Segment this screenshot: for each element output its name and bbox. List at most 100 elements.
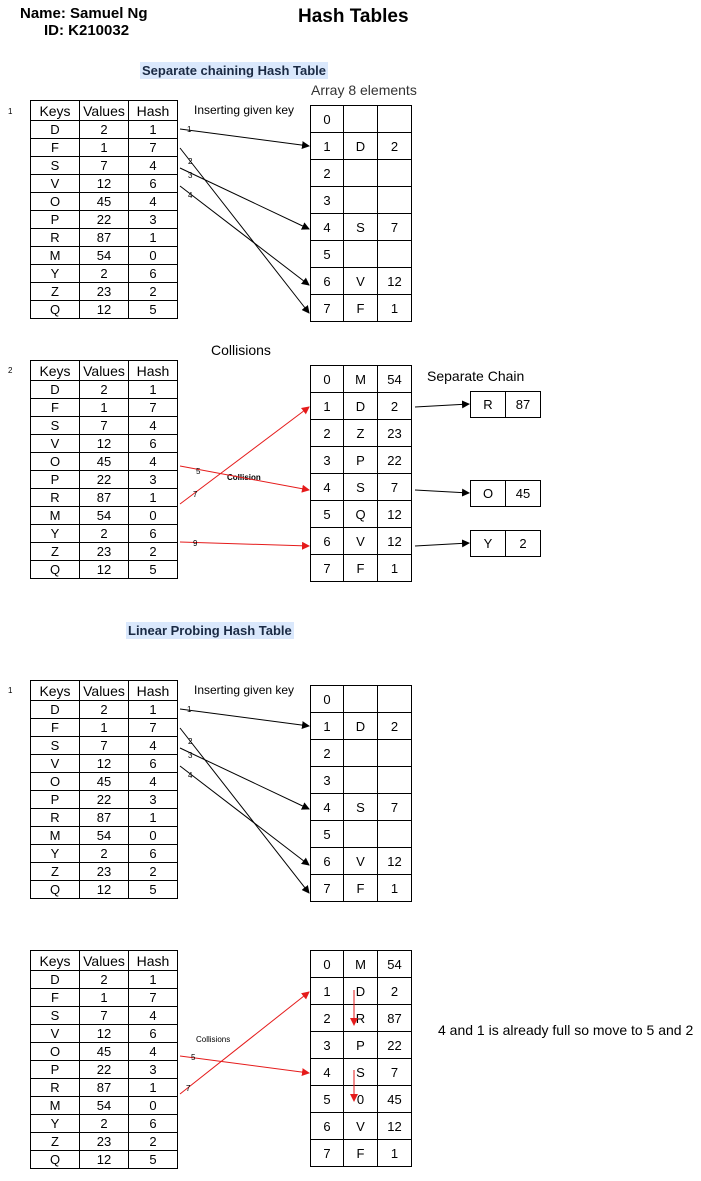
array-cell: 2 xyxy=(377,132,412,160)
page-title: Hash Tables xyxy=(298,6,409,27)
array-cell: 12 xyxy=(377,500,412,528)
array-slot: 2 xyxy=(310,739,412,767)
kv-cell: 4 xyxy=(128,452,178,471)
arrow-label-3b: 3 xyxy=(188,751,193,760)
array-slot: 5 xyxy=(310,240,412,268)
array-cell: 54 xyxy=(377,365,412,393)
kv-cell: 45 xyxy=(79,772,129,791)
array-cell: 3 xyxy=(310,766,344,794)
chain-arrow-1 xyxy=(414,400,470,409)
array-cell xyxy=(343,240,378,268)
array-cell: F xyxy=(343,874,378,902)
array-cell: V xyxy=(343,267,378,295)
array-cell: 0 xyxy=(310,685,344,713)
kv-cell: 54 xyxy=(79,246,129,265)
step-number-1b: 1 xyxy=(8,686,13,695)
step-number-1: 1 xyxy=(8,107,13,116)
arrow-f-to-7 xyxy=(179,147,310,314)
arrow-label-4b: 4 xyxy=(188,771,193,780)
array-slot: 0 xyxy=(310,105,412,133)
array-cell: V xyxy=(343,847,378,875)
kv-cell: 0 xyxy=(128,506,178,525)
array-cell: 0 xyxy=(343,1085,378,1113)
inserting-label-2: Inserting given key xyxy=(194,683,295,697)
arrow-r-to-1-lp xyxy=(179,991,310,1095)
array-cell: 4 xyxy=(310,213,344,241)
arrow-d-to-1 xyxy=(179,128,310,150)
arrow-label-3: 3 xyxy=(188,171,193,180)
kv-cell: 12 xyxy=(79,1024,129,1043)
student-id: ID: K210032 xyxy=(44,22,130,39)
array-cell: P xyxy=(343,1031,378,1059)
chain-arrow-4 xyxy=(414,488,470,497)
kv-cell: 12 xyxy=(79,434,129,453)
array-cell xyxy=(377,739,412,767)
arrow-label-1: 1 xyxy=(187,125,192,134)
arrow-v-to-6-lp xyxy=(179,765,310,866)
arrow-f-to-7-lp xyxy=(179,727,310,894)
kv-cell: 22 xyxy=(79,790,129,809)
kv-cell: 54 xyxy=(79,1096,129,1115)
array-cell: F xyxy=(343,554,378,582)
kv-cell: 12 xyxy=(79,880,129,899)
step-number-2: 2 xyxy=(8,366,13,375)
array-cell: 1 xyxy=(310,712,344,740)
arrow-r-to-1 xyxy=(179,406,310,505)
arrow-label-5b: 5 xyxy=(191,1053,196,1062)
array-cell xyxy=(377,159,412,187)
arrow-s-to-4-lp xyxy=(179,747,310,810)
array-cell: 1 xyxy=(310,392,344,420)
kv-cell: 87 xyxy=(79,228,129,247)
arrow-label-4: 4 xyxy=(188,191,193,200)
array-cell: 2 xyxy=(377,977,412,1005)
inserting-label: Inserting given key xyxy=(194,103,295,117)
kv-cell: 12 xyxy=(79,1150,129,1169)
array-cell: 3 xyxy=(310,446,344,474)
section-title-linear-probing: Linear Probing Hash Table xyxy=(126,622,294,639)
array-cell: 4 xyxy=(310,1058,344,1086)
arrow-v-to-6 xyxy=(179,185,310,286)
array-slot: 0 xyxy=(310,685,412,713)
arrow-y-to-6 xyxy=(179,541,310,550)
arrow-o-to-4 xyxy=(179,465,310,493)
array-cell: 1 xyxy=(377,554,412,582)
kv-header-cell: Values xyxy=(79,950,129,971)
probing-note: 4 and 1 is already full so move to 5 and… xyxy=(438,1022,694,1038)
section-title-separate-chaining: Separate chaining Hash Table xyxy=(140,62,328,79)
